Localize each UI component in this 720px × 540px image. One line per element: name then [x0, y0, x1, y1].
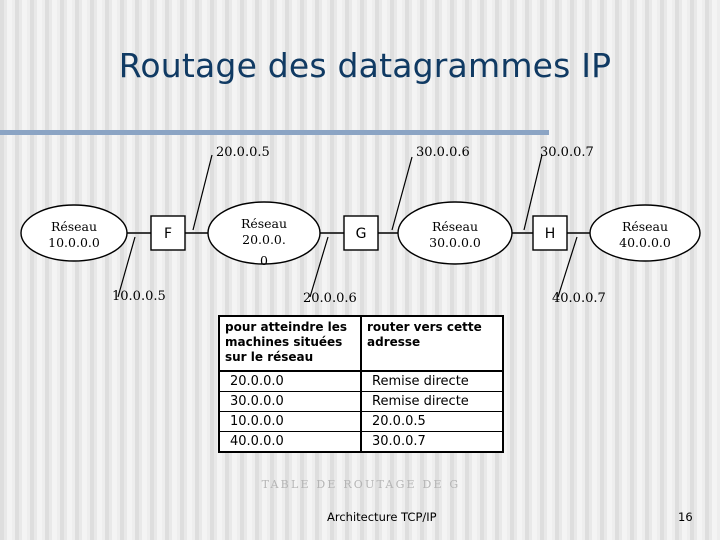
table-header-row: pour atteindre les machines situées sur … [220, 317, 502, 372]
cell-next-hop: 30.0.0.7 [372, 434, 426, 449]
leader-iface-30-0-0-7 [523, 154, 543, 231]
leader-iface-30-0-0-6 [391, 156, 413, 231]
network-ellipse-40 [589, 204, 701, 262]
cell-next-hop: Remise directe [361, 371, 502, 392]
page-number: 16 [678, 510, 693, 524]
router-box-F [150, 215, 186, 251]
network-label-20-line2: 20.0.0. [242, 232, 286, 247]
network-ellipse-20 [207, 201, 321, 265]
network-label-40-line2: 40.0.0.0 [619, 235, 671, 250]
title-area: Routage des datagrammes IP [40, 44, 690, 106]
network-ellipse-30 [397, 201, 513, 265]
router-label-G: G [356, 226, 367, 242]
leader-iface-20-0-0-5 [192, 154, 213, 231]
router-label-F: F [164, 226, 172, 242]
routing-table: pour atteindre les machines situées sur … [218, 315, 504, 453]
table-row: 30.0.0.0 Remise directe [220, 391, 502, 412]
cell-destination: 20.0.0.0 [220, 371, 362, 392]
iface-label-30-0-0-7: 30.0.0.7 [540, 145, 594, 160]
iface-label-40-0-0-7: 40.0.0.7 [552, 291, 606, 306]
title-divider-rule [0, 130, 549, 135]
network-label-30-line2: 30.0.0.0 [429, 235, 481, 250]
leader-iface-10-0-0-5 [117, 236, 136, 298]
network-label-10-line2: 10.0.0.0 [48, 235, 100, 250]
cell-destination: 40.0.0.0 [220, 431, 362, 451]
cell-next-hop: Remise directe [361, 391, 502, 412]
network-label-30-line1: Réseau [432, 219, 478, 234]
iface-label-30-0-0-6: 30.0.0.6 [416, 145, 470, 160]
network-label-20-line3: 0 [260, 253, 268, 268]
network-diagram: Réseau 10.0.0.0 Réseau 20.0.0. 0 Réseau … [0, 135, 720, 320]
table-caption: TABLE DE ROUTAGE DE G [261, 478, 461, 491]
iface-label-10-0-0-5: 10.0.0.5 [112, 289, 166, 304]
iface-label-20-0-0-5: 20.0.0.5 [216, 145, 270, 160]
table-header-destination: pour atteindre les machines situées sur … [220, 317, 362, 372]
iface-label-20-0-0-6: 20.0.0.6 [303, 291, 357, 306]
cell-destination: 30.0.0.0 [220, 391, 362, 412]
router-box-G [343, 215, 379, 251]
cell-destination: 10.0.0.0 [220, 411, 362, 432]
network-ellipse-10 [20, 204, 128, 262]
router-label-H: H [545, 226, 556, 242]
router-box-H [532, 215, 568, 251]
footer-text: Architecture TCP/IP [327, 510, 437, 524]
leader-iface-40-0-0-7 [557, 236, 578, 298]
network-label-10-line1: Réseau [51, 219, 97, 234]
table-header-next-hop: router vers cette adresse [361, 317, 502, 372]
network-label-20-line1: Réseau [241, 216, 287, 231]
network-label-40-line1: Réseau [622, 219, 668, 234]
table-row: 20.0.0.0 Remise directe [220, 371, 502, 392]
cell-next-hop: 20.0.0.5 [361, 411, 502, 432]
page-title: Routage des datagrammes IP [118, 46, 612, 85]
table-row: 40.0.0.0 30.0.0.7 [220, 431, 502, 451]
table-row: 10.0.0.0 20.0.0.5 [220, 411, 502, 432]
leader-iface-20-0-0-6 [309, 236, 329, 298]
